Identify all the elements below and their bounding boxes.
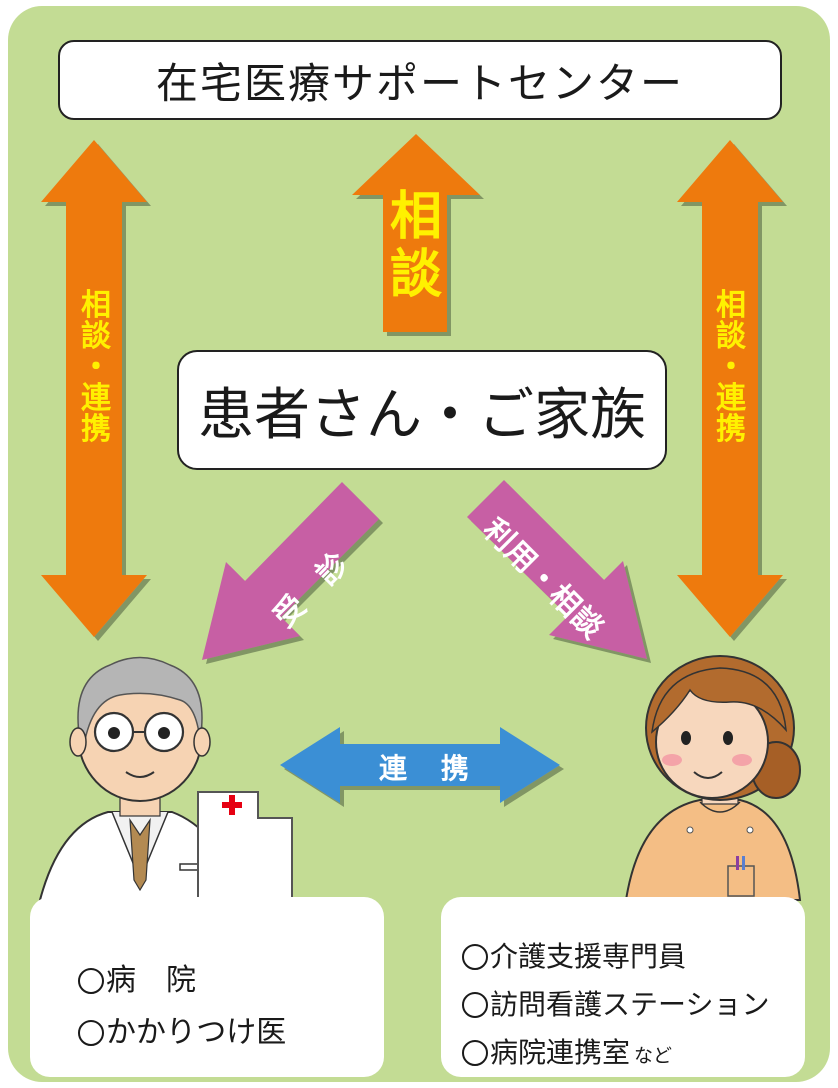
support-center-title: 在宅医療サポートセンター — [58, 40, 782, 120]
list-item: 介護支援専門員 — [462, 935, 686, 975]
circle-bullet-icon — [462, 992, 488, 1018]
etc-suffix: など — [634, 1045, 673, 1067]
circle-bullet-icon — [462, 1040, 488, 1066]
circle-bullet-icon — [462, 944, 488, 970]
left-double-arrow — [41, 140, 147, 637]
list-item: 病 院 — [78, 955, 196, 999]
top-arrow-label: 相 談 — [389, 187, 442, 305]
list-item: 病院連携室など — [462, 1031, 672, 1071]
list-item: 訪問看護ステーション — [462, 983, 769, 1023]
top-up-arrow — [352, 134, 480, 332]
link-double-arrow — [280, 727, 560, 803]
use-consult-arrow — [467, 480, 647, 659]
care-worker-illustration — [624, 655, 802, 901]
patient-family-title: 患者さん・ご家族 — [177, 350, 667, 470]
hospital-building-icon — [197, 791, 293, 899]
right-double-arrow — [677, 140, 783, 637]
right-arrow-label: 相 談 ・ 連 携 — [716, 288, 746, 447]
circle-bullet-icon — [78, 1020, 104, 1046]
link-arrow-label: 連 携 — [379, 752, 481, 785]
list-item: かかりつけ医 — [78, 1007, 286, 1051]
visit-arrow — [202, 482, 379, 660]
circle-bullet-icon — [78, 968, 104, 994]
left-arrow-label: 相 談 ・ 連 携 — [81, 288, 111, 447]
care-card — [441, 897, 805, 1077]
